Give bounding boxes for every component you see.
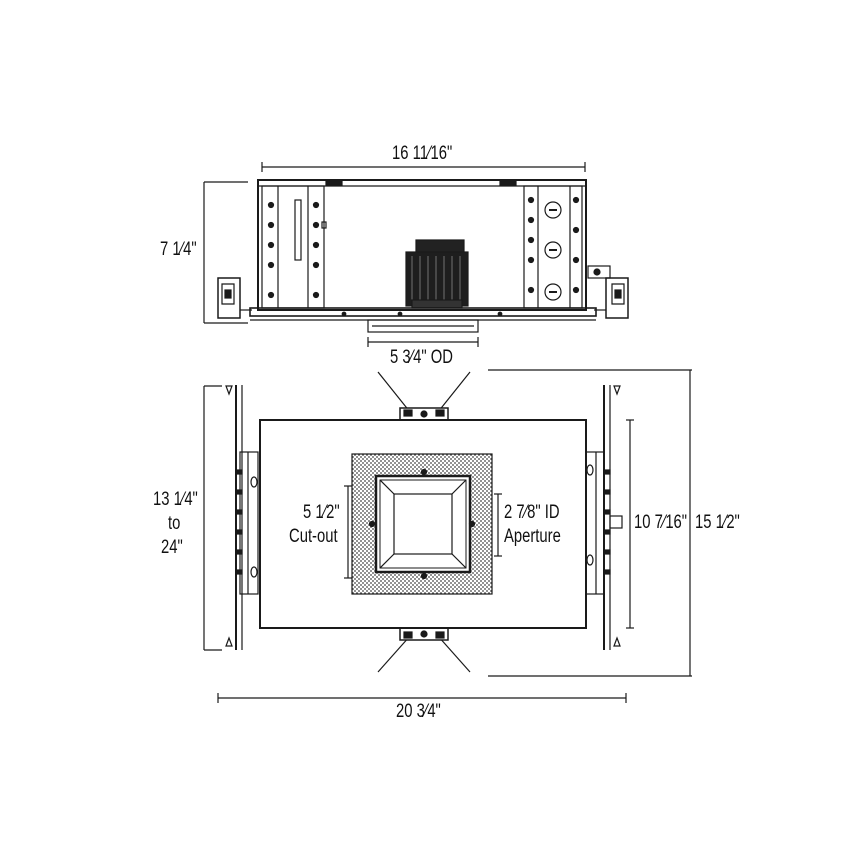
aperture-label-line2: Aperture — [504, 526, 561, 547]
aperture-opening — [393, 493, 453, 555]
aperture-dimension-line — [494, 493, 502, 557]
inner-height-label: 10 7⁄16" — [634, 512, 688, 533]
knockout-1 — [544, 201, 562, 219]
joist-range-label-line3: 24" — [161, 537, 183, 558]
left-mounting-clip — [217, 277, 252, 319]
bottom-right-hanger — [437, 635, 471, 673]
housing-box — [257, 179, 587, 311]
joist-range-dimension-line — [203, 385, 222, 651]
top-width-label: 16 11⁄16" — [392, 143, 453, 164]
joist-range-label-line1: 13 1⁄4" — [153, 489, 198, 510]
right-mounting-clip — [587, 265, 629, 319]
inner-height-dimension-line — [626, 419, 634, 629]
outer-height-dimension-line — [488, 369, 692, 677]
bottom-clip — [399, 627, 449, 641]
cutout-label-line1: 5 1⁄2" — [303, 502, 340, 523]
right-bar-hanger — [585, 385, 623, 650]
bottom-view — [203, 369, 692, 703]
top-right-hanger — [437, 371, 471, 413]
cutout-label-line2: Cut-out — [289, 526, 338, 547]
joist-range-label-line2: to — [168, 513, 181, 534]
top-width-dimension-line — [261, 162, 586, 172]
top-clip — [399, 407, 449, 421]
top-left-hanger — [377, 371, 411, 413]
aperture-label-line1: 2 7⁄8" ID — [504, 502, 560, 523]
overall-width-dimension-line — [217, 693, 627, 703]
outer-height-label: 15 1⁄2" — [695, 512, 740, 533]
trim-flange — [367, 319, 479, 333]
bottom-left-hanger — [377, 635, 411, 673]
top-height-dimension-line — [203, 181, 248, 324]
left-bar-hanger — [225, 385, 259, 650]
od-label: 5 3⁄4" OD — [390, 347, 453, 368]
knockout-2 — [544, 241, 562, 259]
od-dimension-line — [367, 337, 479, 347]
cutout-dimension-line — [344, 485, 352, 579]
overall-width-label: 20 3⁄4" — [396, 701, 441, 722]
driver-module — [405, 239, 469, 309]
top-height-label: 7 1⁄4" — [160, 239, 197, 260]
top-view — [203, 162, 629, 347]
knockout-3 — [544, 283, 562, 301]
